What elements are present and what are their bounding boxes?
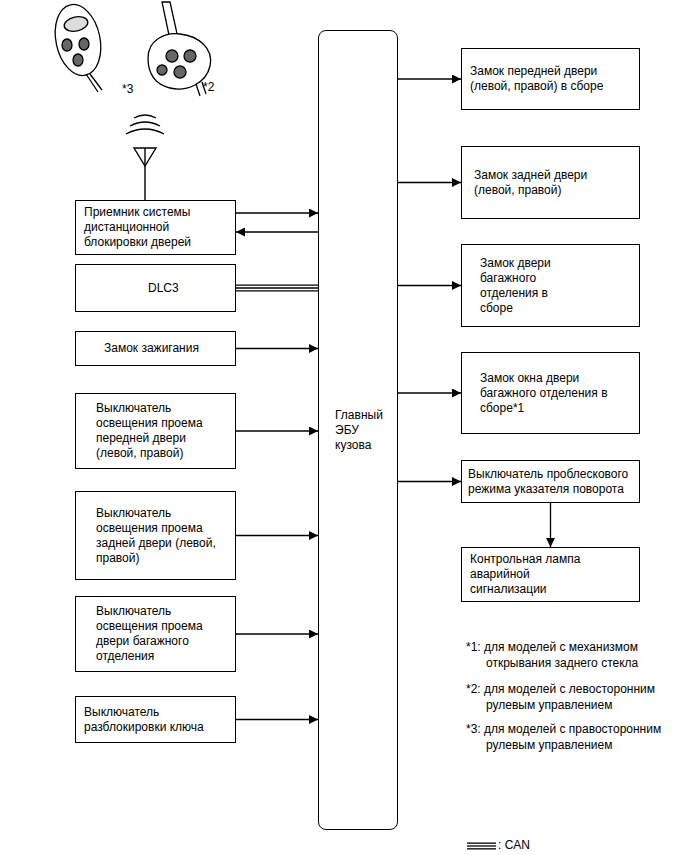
box-label: Замок окна двери багажного отделения в с… [480, 371, 610, 416]
signal-arrow [550, 503, 551, 547]
courtesy-switch-box: Выключатель освещения проема задней двер… [75, 491, 236, 580]
box-label: Замок зажигания [104, 341, 229, 356]
courtesy-switch-box: Выключатель освещения проема передней дв… [75, 393, 236, 469]
box-label: Выключатель освещения проема передней дв… [96, 401, 221, 461]
signal-arrow [398, 392, 461, 393]
callout-number: *3 [122, 82, 133, 96]
footnote: *1: для моделей с механизмом открывания … [466, 640, 638, 670]
courtesy-switch-box: Выключатель освещения проема двери багаж… [75, 596, 236, 672]
indicator-lamp-box: Контрольная лампа аварийной сигнализации [461, 547, 640, 602]
door-lock-box: Замок двери багажного отделения в сборе [461, 244, 640, 327]
ignition-switch-box: Замок зажигания [75, 331, 236, 366]
ecu-box: Главный ЭБУ кузова [318, 30, 398, 830]
box-label: Контрольная лампа аварийной сигнализации [470, 552, 590, 597]
signal-arrow [236, 535, 318, 536]
can-bus-line [236, 285, 318, 292]
box-label: Выключатель освещения проема двери багаж… [96, 604, 226, 664]
can-line-gap [236, 286, 318, 290]
box-label: Выключатель освещения проема задней двер… [96, 506, 221, 566]
box-label: Выключатель разблокировки ключа [84, 705, 229, 735]
antenna-symbol [126, 115, 164, 200]
box-label: Главный ЭБУ кузова [335, 408, 391, 453]
box-label: Замок передней двери (левой, правой) в с… [470, 64, 633, 94]
signal-arrow [398, 78, 461, 79]
legend-text: : CAN [498, 838, 530, 852]
signal-arrow [236, 348, 318, 349]
signal-arrow [236, 719, 318, 720]
box-label: Выключатель проблескового режима указате… [468, 467, 633, 497]
signal-arrow [398, 481, 461, 482]
footnote: *2: для моделей с левосторонним рулевым … [466, 682, 655, 712]
footnote: *3: для моделей с правосторонним рулевым… [466, 722, 661, 752]
box-label: Замок задней двери (левой, правой) [474, 168, 594, 198]
receiver-box: Приемник системы дистанционной блокировк… [75, 200, 236, 255]
box-label: Замок двери багажного отделения в сборе [480, 256, 575, 316]
signal-arrow [236, 231, 318, 232]
can-legend-sample [467, 846, 496, 847]
door-lock-box: Замок передней двери (левой, правой) в с… [461, 48, 640, 110]
signal-arrow [398, 285, 461, 286]
unlock-switch-box: Выключатель разблокировки ключа [75, 696, 236, 743]
callout-number: *2 [203, 80, 214, 94]
box-label: DLC3 [148, 281, 229, 296]
box-label: Приемник системы дистанционной блокировк… [84, 205, 229, 250]
can-line-core [236, 287, 318, 288]
signal-arrow [398, 182, 461, 183]
signal-arrow [236, 430, 318, 431]
dlc3-box: DLC3 [75, 264, 236, 312]
key-remote [148, 2, 211, 96]
signal-arrow [236, 633, 318, 634]
door-lock-box: Замок окна двери багажного отделения в с… [461, 352, 640, 434]
flasher-box: Выключатель проблескового режима указате… [461, 460, 640, 503]
remote-fob [49, 0, 107, 92]
door-lock-box: Замок задней двери (левой, правой) [461, 146, 640, 219]
signal-arrow [236, 212, 318, 213]
